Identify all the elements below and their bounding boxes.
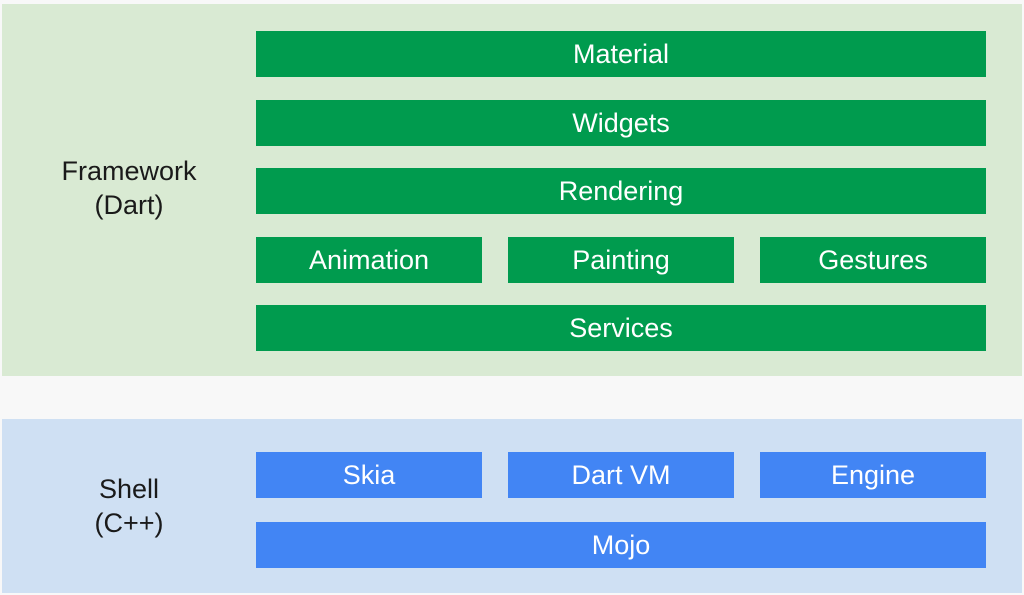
shell-layer-label: Shell (C++) bbox=[2, 472, 256, 540]
box-services: Services bbox=[256, 305, 986, 351]
box-material: Material bbox=[256, 31, 986, 77]
box-animation: Animation bbox=[256, 237, 482, 283]
box-engine: Engine bbox=[760, 452, 986, 498]
box-dart-vm: Dart VM bbox=[508, 452, 734, 498]
shell-label-name: Shell bbox=[98, 474, 160, 504]
box-painting: Painting bbox=[508, 237, 734, 283]
framework-label-name: Framework bbox=[61, 156, 197, 186]
framework-layer-label: Framework (Dart) bbox=[2, 154, 256, 222]
framework-label-language: (Dart) bbox=[94, 190, 164, 220]
box-mojo: Mojo bbox=[256, 522, 986, 568]
box-widgets: Widgets bbox=[256, 100, 986, 146]
box-skia: Skia bbox=[256, 452, 482, 498]
shell-layer: Shell (C++) Skia Dart VM Engine Mojo bbox=[2, 419, 1022, 593]
box-rendering: Rendering bbox=[256, 168, 986, 214]
box-gestures: Gestures bbox=[760, 237, 986, 283]
framework-layer: Framework (Dart) Material Widgets Render… bbox=[2, 4, 1022, 376]
shell-label-language: (C++) bbox=[94, 508, 164, 538]
